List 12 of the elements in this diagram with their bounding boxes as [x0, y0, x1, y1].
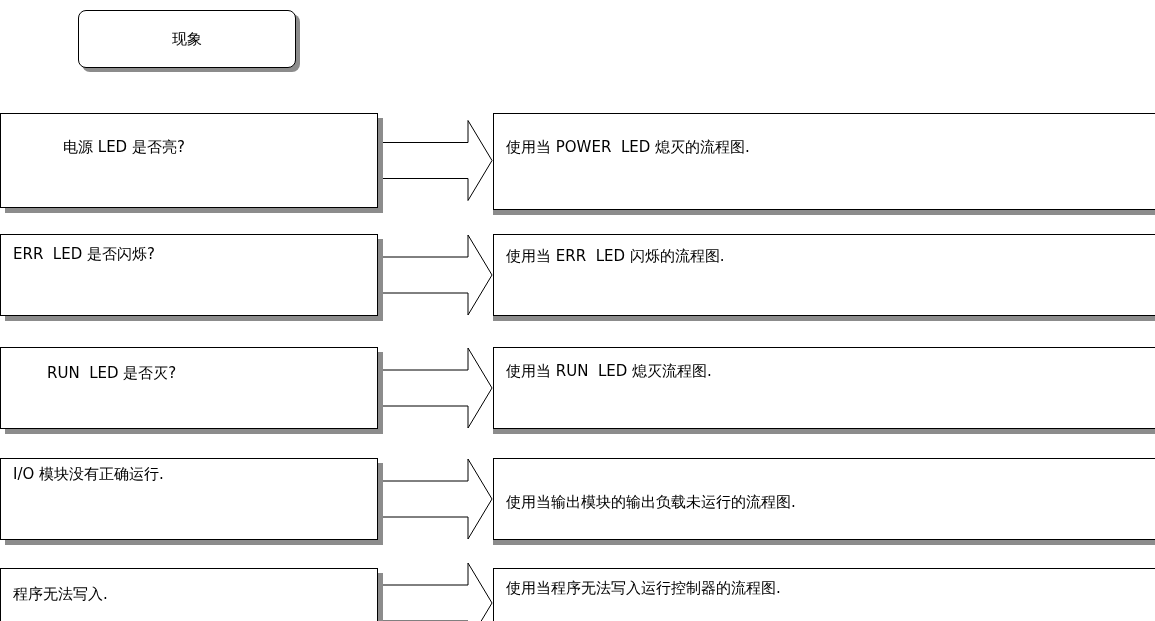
box-text: I/O 模块没有正确运行. [13, 464, 165, 485]
box-text: 程序无法写入. [13, 584, 109, 605]
box-text: 使用当 ERR LED 闪烁的流程图. [506, 246, 726, 267]
box-text: 使用当输出模块的输出负载未运行的流程图. [506, 492, 797, 513]
procedure-box [493, 568, 1155, 621]
box-text: 电源 LED 是否亮? [63, 137, 186, 158]
box-text: 现象 [172, 28, 202, 50]
box-text: RUN LED 是否灭? [47, 363, 178, 384]
box-text: 使用当程序无法写入运行控制器的流程图. [506, 578, 782, 599]
box-text: 使用当 RUN LED 熄灭流程图. [506, 361, 713, 382]
box-text: ERR LED 是否闪烁? [13, 244, 156, 265]
box-text: 使用当 POWER LED 熄灭的流程图. [506, 137, 751, 158]
